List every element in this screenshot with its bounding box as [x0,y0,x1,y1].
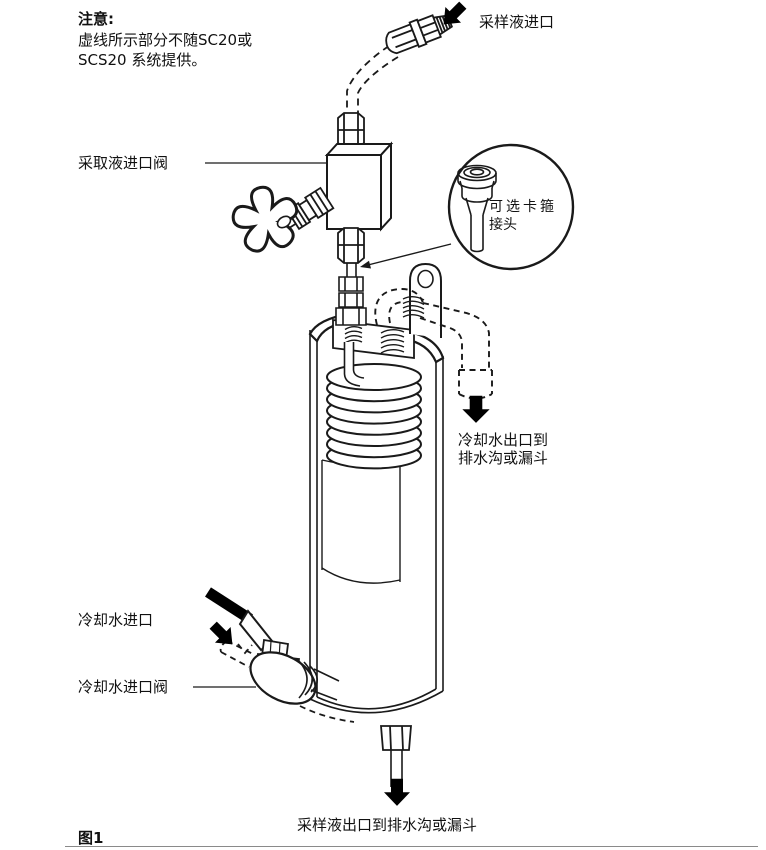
sample-inlet-valve-body [324,141,394,232]
note-line-2: SCS20 系统提供。 [78,51,207,69]
sample-outlet-drain [380,725,412,788]
label-cooling-out-2: 排水沟或漏斗 [458,449,549,467]
label-sample-inlet: 采样液进口 [479,13,555,31]
clamp-leader-arrowhead [360,260,371,269]
coil-inlet-tube [343,342,365,387]
cooling-inlet-valve-body [249,651,317,705]
label-optional-clamp-2: 接头 [489,217,517,233]
clamp-fitting-inset [360,143,575,271]
tube-and-union-fittings [335,263,367,326]
bottom-page-rule [65,846,758,847]
cooling-inlet-assembly [205,587,355,723]
note-title: 注意: [78,10,114,28]
label-cooling-in: 冷却水进口 [78,611,154,629]
label-optional-clamp-1: 可选卡箍 [489,199,557,215]
label-sample-outlet: 采样液出口到排水沟或漏斗 [297,816,478,834]
cooler-vessel [308,262,445,714]
label-cooling-in-valve: 冷却水进口阀 [78,678,169,696]
dashed-outlet-elbow-pipe [374,288,493,400]
valve-handwheel-knob [231,185,299,253]
figure-caption: 图1 [78,829,104,847]
cooling-coil [326,363,422,470]
note-line-1: 虚线所示部分不随SC20或 [78,31,253,49]
sample-outlet-arrow-icon [384,778,410,806]
valve-bottom-nut [337,227,365,264]
cooling-outlet-arrow-icon [462,395,490,423]
top-compression-fitting [385,14,454,55]
label-sample-inlet-valve: 采取液进口阀 [78,154,169,172]
clamp-ferrule-drawing [457,164,497,253]
cutaway-window [321,453,419,584]
label-cooling-out-1: 冷却水出口到 [458,431,549,449]
dashed-inlet-tube [346,45,399,113]
cooling-inlet-arrow-icon [205,617,241,653]
cooling-inlet-hose [205,587,253,624]
valve-top-nut [337,112,365,149]
